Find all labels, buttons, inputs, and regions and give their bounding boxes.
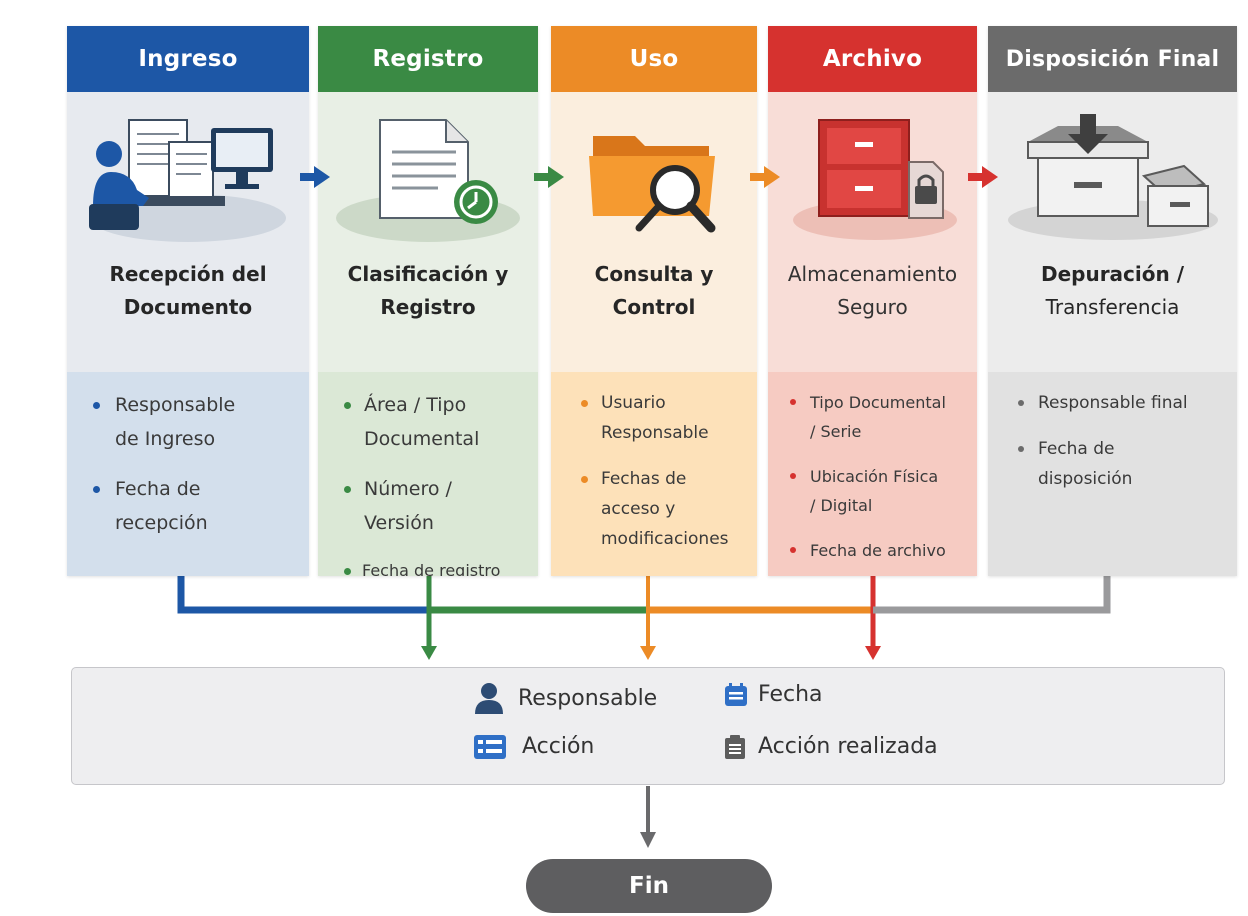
legend-item-fecha: Fecha — [724, 682, 823, 707]
legend-label: Acción realizada — [758, 734, 938, 759]
stage-header: Ingreso — [67, 26, 309, 92]
legend-label: Responsable — [518, 685, 658, 711]
arrowhead-registro — [421, 646, 437, 660]
arrow-right-icon — [534, 166, 564, 188]
arrowhead-uso — [640, 646, 656, 660]
calendar-icon — [725, 682, 747, 706]
archive-boxes-icon — [988, 106, 1237, 256]
stage-disposicion-final: Disposición Final Depuración / Transfere… — [988, 26, 1237, 576]
stage-title: Almacenamiento Seguro — [787, 262, 958, 319]
legend-item-accion-realizada: Acción realizada — [724, 734, 938, 759]
stage-header: Disposición Final — [988, 26, 1237, 92]
stage-title: Consulta y Control — [594, 262, 714, 319]
arrow-right-icon — [968, 166, 998, 188]
list-item: Fecha de archivo — [768, 536, 977, 565]
stage-bottom-panel — [768, 372, 977, 576]
connector-disposicion — [873, 574, 1111, 614]
stage-ingreso: Ingreso Recepción del Documento — [67, 26, 309, 576]
person-icon — [475, 683, 503, 714]
stage-title: Depuración / Transferencia — [1040, 262, 1185, 319]
list-item: Fecha de registro — [318, 556, 538, 576]
clipboard-icon — [725, 734, 745, 759]
stage-bottom-panel — [988, 372, 1237, 576]
stage-bottom-panel — [67, 372, 309, 576]
arrowhead-end — [640, 832, 656, 848]
legend-item-accion: Acción — [474, 734, 594, 759]
stage-title: Clasificación y Registro — [347, 262, 509, 319]
filing-cabinet-with-lock-icon — [768, 106, 977, 256]
stage-registro: Registro Clasificación y Registro Área /… — [318, 26, 538, 576]
stage-header: Registro — [318, 26, 538, 92]
stage-title: Recepción del Documento — [109, 262, 267, 319]
stage-bottom-panel — [318, 372, 538, 576]
stage-header: Archivo — [768, 26, 977, 92]
list-item: Tipo Documental/ Serie — [768, 388, 977, 446]
list-item: Responsable final — [988, 388, 1237, 418]
connector-ingreso — [177, 574, 429, 614]
list-item: Número /Versión — [318, 472, 538, 540]
id-card-icon — [474, 734, 506, 759]
stage-header: Uso — [551, 26, 757, 92]
stage-top-panel — [551, 92, 757, 372]
person-at-computer-icon — [67, 106, 309, 256]
legend-item-responsable: Responsable — [474, 682, 657, 714]
list-item: Ubicación Física/ Digital — [768, 462, 977, 520]
arrow-right-icon — [300, 166, 330, 188]
end-node: Fin — [526, 859, 772, 913]
arrowhead-archivo — [865, 646, 881, 660]
stage-bullets: Tipo Documental/ Serie Ubicación Física/… — [768, 388, 977, 576]
document-with-clock-icon — [318, 106, 538, 256]
arrow-right-icon — [750, 166, 780, 188]
folder-with-magnifier-icon — [551, 106, 757, 256]
legend: Responsable Fecha Acción Acción realizad… — [71, 667, 1225, 785]
legend-label: Fecha — [758, 682, 823, 707]
stage-archivo: Archivo Almacenamiento Seguro Tipo Docum… — [768, 26, 977, 576]
legend-label: Acción — [522, 734, 595, 759]
